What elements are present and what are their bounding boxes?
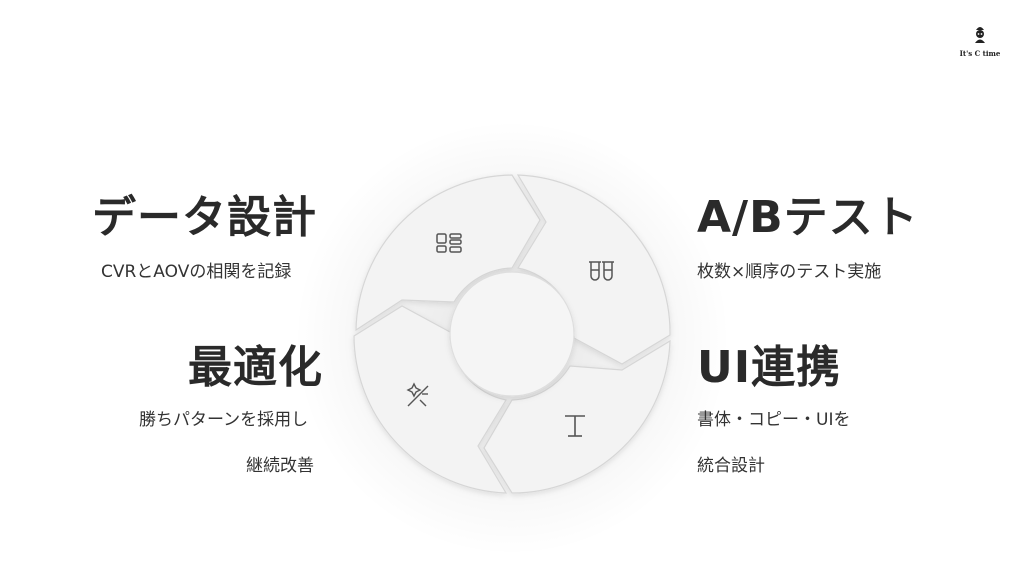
cycle-segment-data-design [355,174,541,332]
mascot-icon [975,27,985,43]
heading-data-design: データ設計 [92,192,317,243]
magic-wand-icon [406,382,429,407]
heading-ab-test: A/Bテスト [697,192,919,243]
grid-icon [436,233,462,253]
heading-optimize: 最適化 [188,342,323,393]
heading-ui: UI連携 [697,342,842,393]
desc-ab-test: 枚数×順序のテスト実施 [697,262,882,282]
desc-optimize-line1: 勝ちパターンを採用し [139,410,309,430]
text-cursor-icon [565,415,585,437]
desc-ui-line1: 書体・コピー・UIを [697,410,851,430]
cycle-segment-optimize [353,305,508,494]
brand-logo: It's C time [958,24,1002,58]
cycle-segment-ui [483,339,671,494]
desc-ui-line2: 統合設計 [697,456,765,476]
cycle-hub [449,271,575,397]
desc-optimize-line2: 継続改善 [246,456,314,476]
test-tubes-icon [589,261,614,281]
brand-name: It's C time [959,49,1001,58]
desc-data-design: CVRとAOVの相関を記録 [101,262,292,282]
